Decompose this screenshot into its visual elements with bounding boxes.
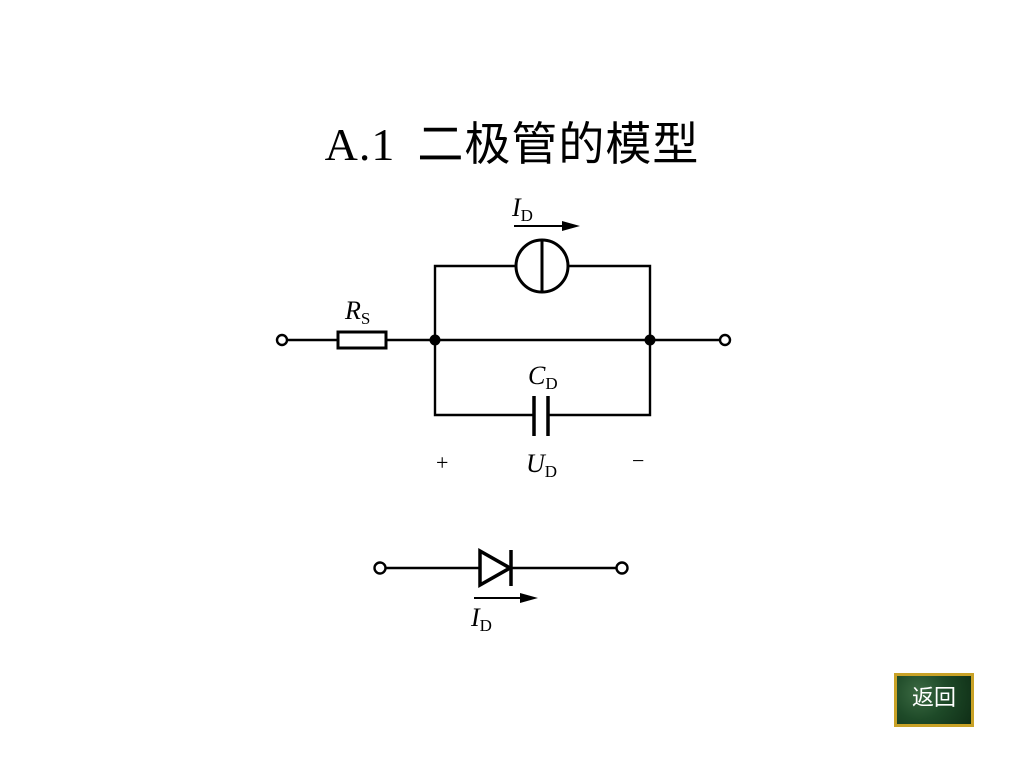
junction-node-left bbox=[429, 334, 441, 346]
resistor-label: RS bbox=[344, 296, 370, 328]
current-arrow-head bbox=[562, 221, 580, 231]
wire-top-branch bbox=[433, 264, 516, 340]
resistor bbox=[336, 330, 388, 350]
page-title: A.1 二极管的模型 bbox=[0, 108, 1024, 174]
title-text: 二极管的模型 bbox=[417, 119, 700, 170]
wire-bottom-branch-right bbox=[548, 340, 652, 417]
wire-top-branch-right bbox=[568, 264, 652, 340]
right-terminal bbox=[718, 333, 732, 347]
diode-current-arrow-head bbox=[520, 593, 538, 603]
plus-sign: + bbox=[436, 450, 448, 475]
title-number: A.1 bbox=[324, 119, 396, 170]
junction-node-right bbox=[644, 334, 656, 346]
diode-current-label: ID bbox=[470, 603, 492, 635]
capacitor-label: CD bbox=[528, 361, 558, 393]
minus-sign: − bbox=[632, 448, 644, 473]
current-source-label: ID bbox=[511, 193, 533, 225]
back-button[interactable]: 返回 bbox=[894, 673, 974, 727]
wire-bottom-branch-left bbox=[433, 340, 534, 417]
diode-right-terminal bbox=[615, 561, 629, 575]
diode-left-terminal bbox=[373, 561, 387, 575]
left-terminal bbox=[275, 333, 289, 347]
diode-triangle bbox=[478, 547, 514, 589]
voltage-label: UD bbox=[526, 449, 557, 481]
